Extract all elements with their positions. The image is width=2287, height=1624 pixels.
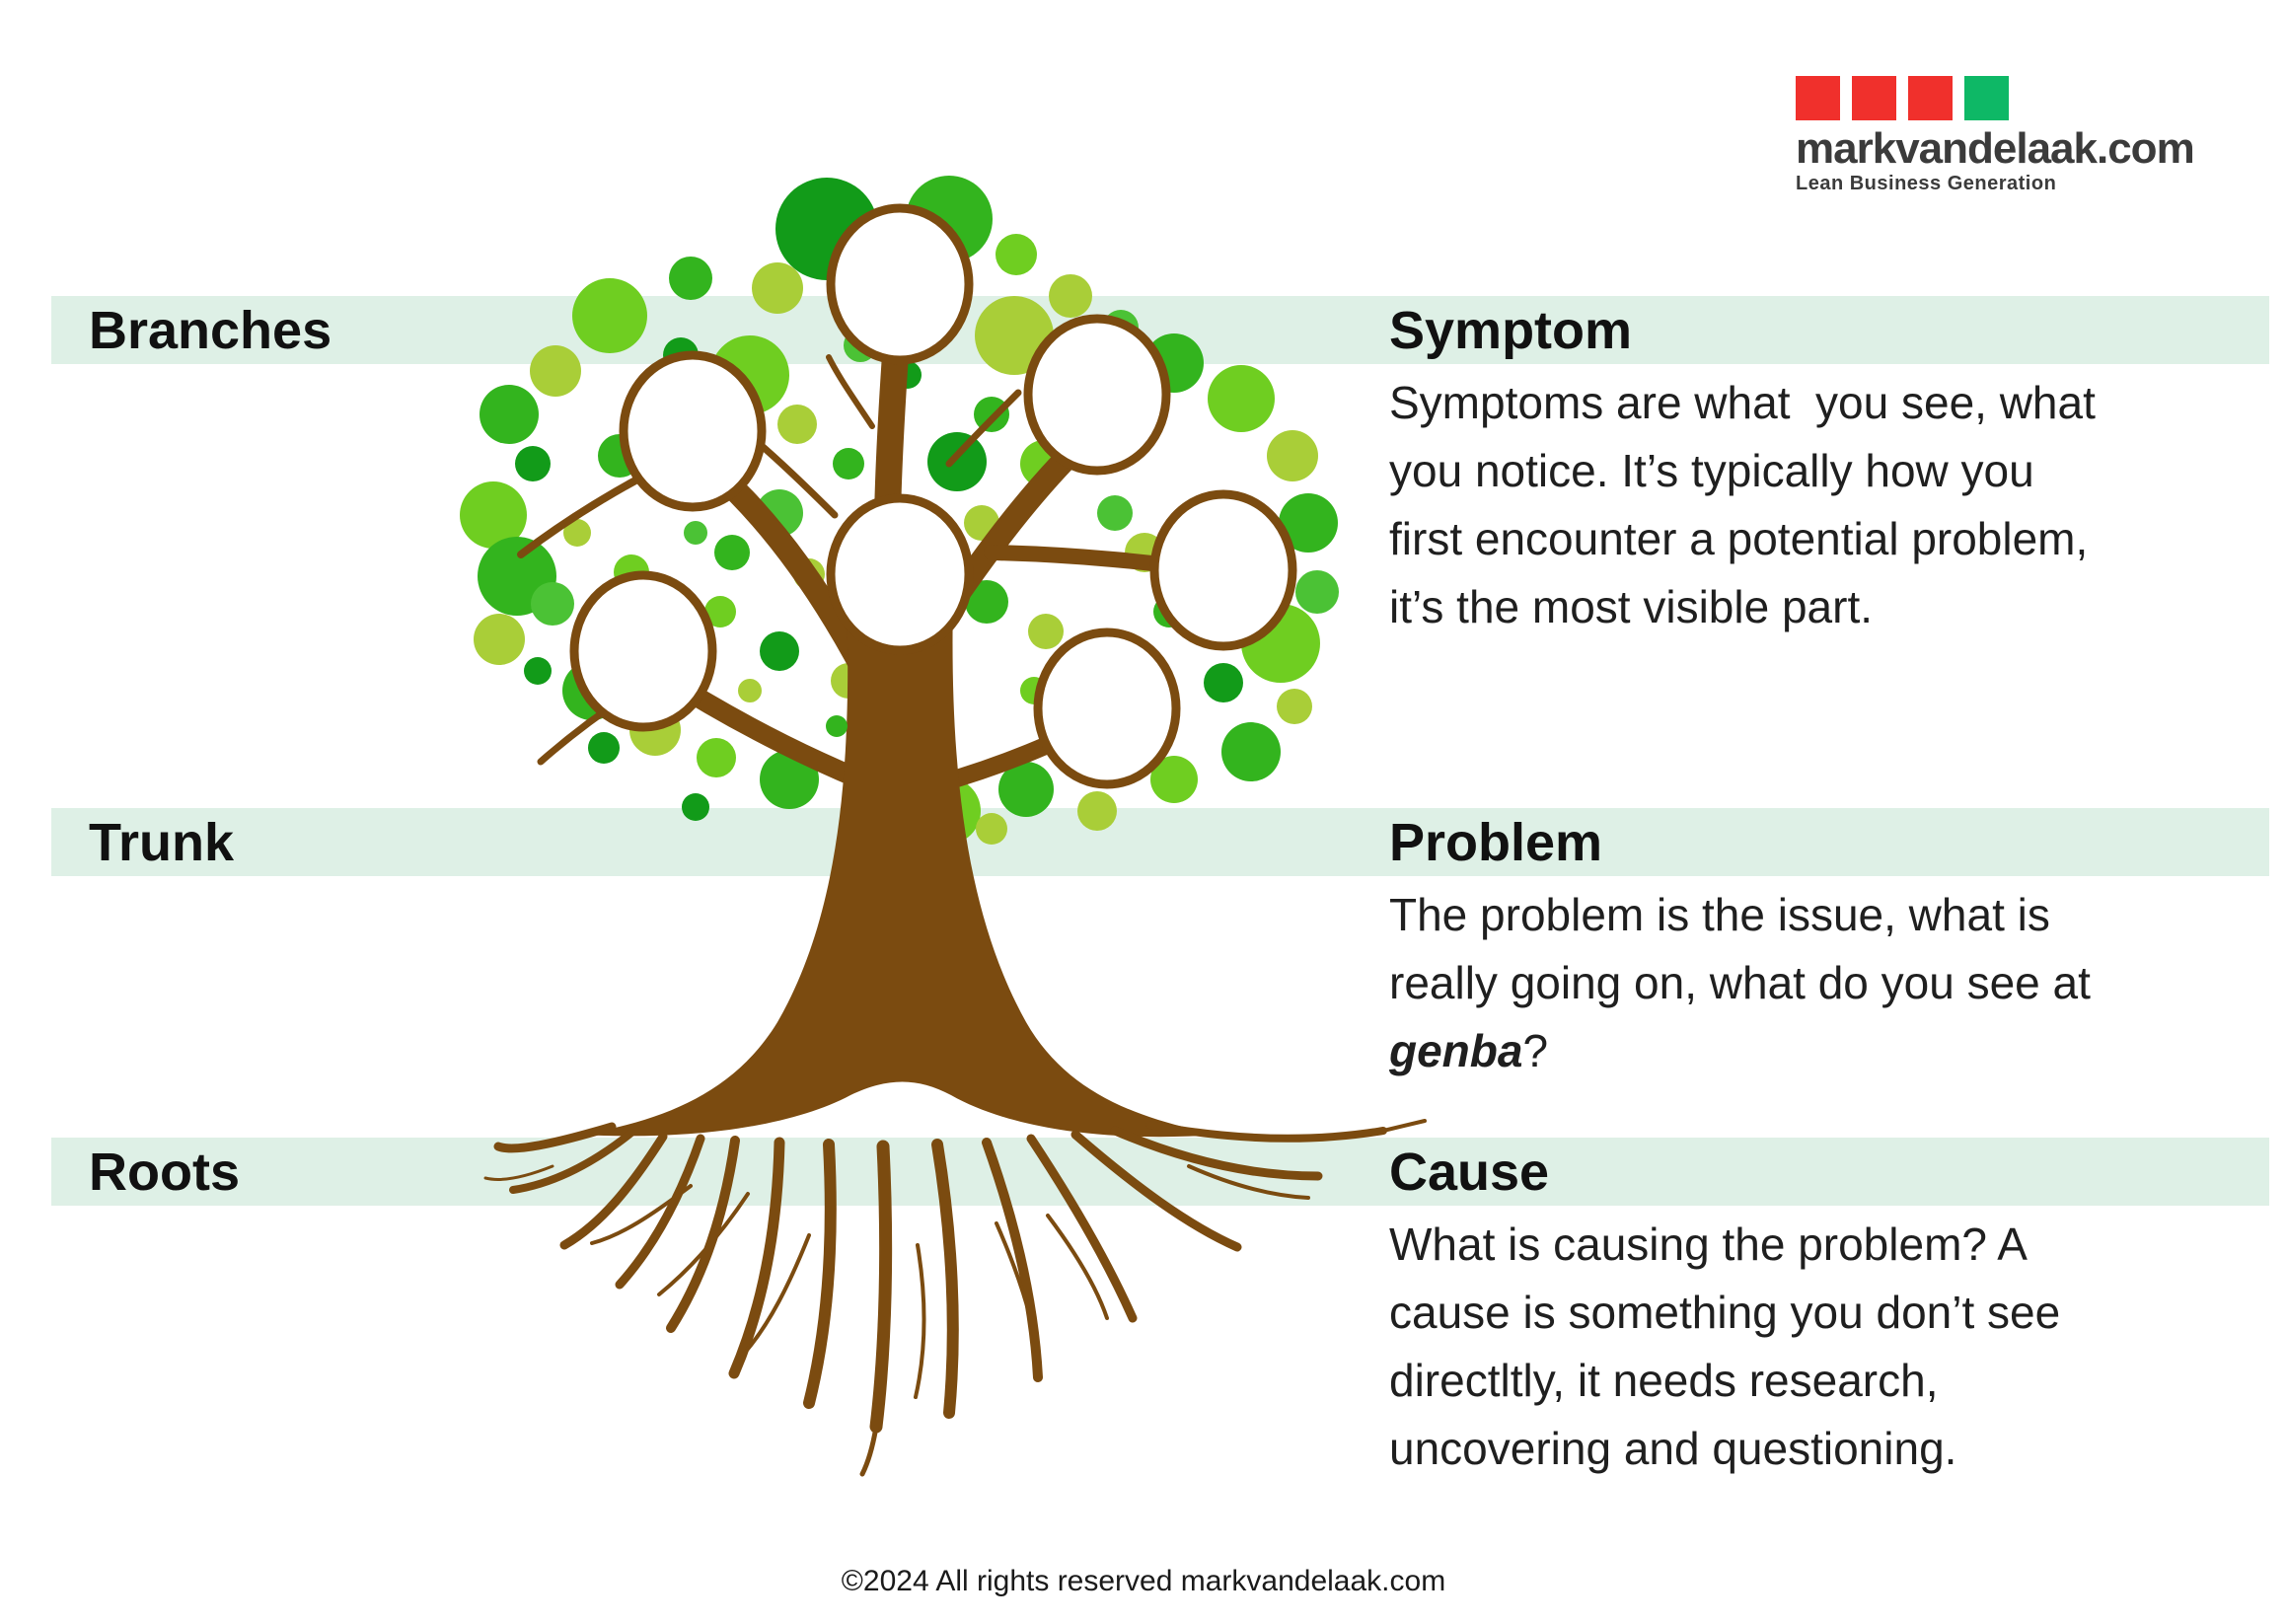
foliage-circle (684, 521, 707, 545)
root-stroke (914, 1243, 926, 1399)
foliage-circle (714, 535, 750, 570)
logo-square-2 (1852, 76, 1896, 120)
branch-stroke (826, 354, 875, 429)
footer-copyright: ©2024 All rights reserved markvandelaak.… (841, 1565, 1446, 1597)
foliage-circle (524, 657, 552, 685)
placeholder-node-circle (619, 350, 767, 512)
problem-text-end: ? (1522, 1025, 1549, 1076)
root-stroke (590, 1184, 693, 1245)
foliage-circle (826, 715, 848, 737)
foliage-circle (682, 793, 709, 821)
foliage-circle (1221, 722, 1281, 781)
logo-square-4 (1964, 76, 2009, 120)
foliage-circle (531, 582, 574, 626)
foliage-circle (1295, 570, 1339, 614)
foliage-circle (1267, 430, 1318, 481)
foliage-circle (572, 278, 647, 353)
root-stroke (1070, 1130, 1242, 1252)
placeholder-node-circles (569, 203, 1297, 789)
root-stroke (493, 1122, 617, 1153)
foliage-circle (965, 580, 1008, 624)
foliage-circle (1049, 274, 1092, 318)
foliage-circle (998, 762, 1054, 817)
label-branches: Branches (89, 300, 332, 360)
root-stroke (657, 1192, 750, 1296)
foliage-circle (1279, 493, 1338, 553)
logo-squares (1796, 76, 2194, 120)
foliage-circle (1077, 791, 1117, 831)
root-stroke (995, 1221, 1040, 1356)
foliage-circle (1150, 756, 1198, 803)
branch-stroke (945, 389, 1022, 468)
foliage-circle (777, 405, 817, 444)
root-stroke (931, 1139, 959, 1419)
logo-square-3 (1908, 76, 1953, 120)
root-stroke (1145, 1121, 1387, 1143)
foliage-circle (474, 614, 525, 665)
foliage-circle (1028, 614, 1064, 649)
foliage-circle (927, 432, 987, 491)
placeholder-node-circle (1023, 314, 1171, 476)
root-stroke (559, 1132, 668, 1250)
label-trunk: Trunk (89, 812, 235, 872)
placeholder-node-circle (826, 203, 974, 365)
logo-tagline: Lean Business Generation (1796, 173, 2057, 194)
foliage-circle (833, 448, 864, 480)
problem-paragraph: The problem is the issue, what is really… (1389, 881, 2277, 1085)
foliage-circle (460, 481, 527, 549)
logo: markvandelaak.com Lean Business Generati… (1796, 76, 2195, 195)
placeholder-node-circle (1033, 627, 1181, 789)
foliage-circle (752, 262, 803, 314)
placeholder-node-circle (1149, 489, 1297, 651)
foliage-circle (480, 385, 539, 444)
root-stroke (1187, 1164, 1310, 1200)
root-stroke (615, 1134, 705, 1290)
foliage-circle (697, 738, 736, 777)
title-symptom: Symptom (1389, 300, 1633, 360)
foliage-circle (563, 519, 591, 547)
foliage-circle (1208, 365, 1275, 432)
root-stroke (869, 1140, 893, 1434)
root-stroke (803, 1139, 837, 1409)
title-cause: Cause (1389, 1142, 1550, 1202)
foliage-circle (704, 596, 736, 627)
genba-emphasis: genba (1389, 1025, 1523, 1076)
symptom-paragraph: Symptoms are what you see, what you noti… (1389, 377, 2096, 632)
foliage-circle (1277, 689, 1312, 724)
foliage-circle (515, 446, 551, 481)
root-stroke (728, 1137, 785, 1379)
foliage-circle (974, 397, 1009, 432)
foliage-circle (760, 631, 799, 671)
root-stroke (666, 1136, 740, 1333)
root-stroke (1381, 1119, 1427, 1133)
foliage-circle (530, 345, 581, 397)
foliage-circle (996, 234, 1037, 275)
logo-domain: markvandelaak.com (1796, 124, 2195, 173)
foliage-circle (1097, 495, 1133, 531)
foliage-circle (738, 679, 762, 702)
problem-text: The problem is the issue, what is really… (1389, 889, 2091, 1008)
root-stroke (742, 1233, 811, 1356)
logo-square-1 (1796, 76, 1840, 120)
title-problem: Problem (1389, 812, 1603, 872)
tree-trunk (580, 600, 1219, 1138)
root-stroke (483, 1164, 554, 1181)
foliage-circle (669, 257, 712, 300)
foliage-circle (1204, 663, 1243, 702)
label-roots: Roots (89, 1142, 240, 1202)
cause-paragraph: What is causing the problem? A cause is … (1389, 1218, 2061, 1474)
foliage-circle (976, 813, 1007, 845)
root-stroke (1026, 1134, 1138, 1323)
tree-roots (483, 1119, 1427, 1477)
band-trunk (51, 808, 2269, 876)
root-stroke (1046, 1214, 1109, 1320)
foliage-circle (588, 732, 620, 764)
placeholder-node-circle (826, 493, 974, 655)
placeholder-node-circle (569, 570, 717, 732)
root-stroke (509, 1129, 635, 1194)
root-stroke (1110, 1126, 1323, 1181)
root-stroke (859, 1424, 879, 1477)
